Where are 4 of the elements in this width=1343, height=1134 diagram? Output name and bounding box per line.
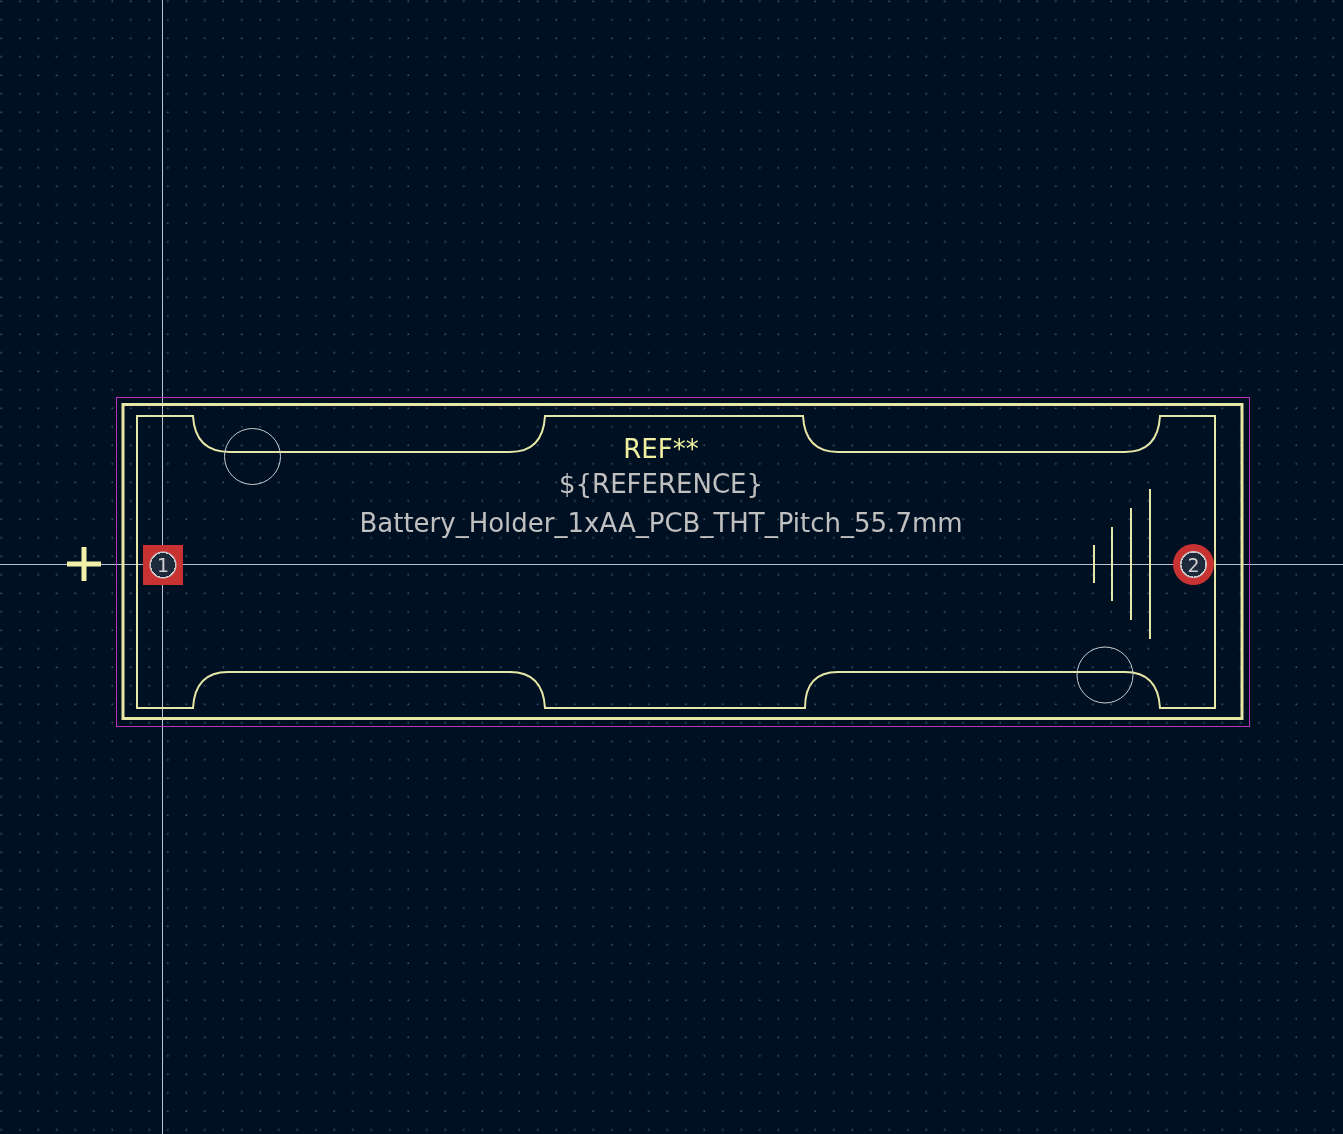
reference-field-text: ${REFERENCE}	[559, 471, 763, 497]
reference-text: REF**	[623, 436, 699, 462]
value-text: Battery_Holder_1xAA_PCB_THT_Pitch_55.7mm	[359, 510, 963, 536]
square-pad: 1	[143, 545, 183, 585]
